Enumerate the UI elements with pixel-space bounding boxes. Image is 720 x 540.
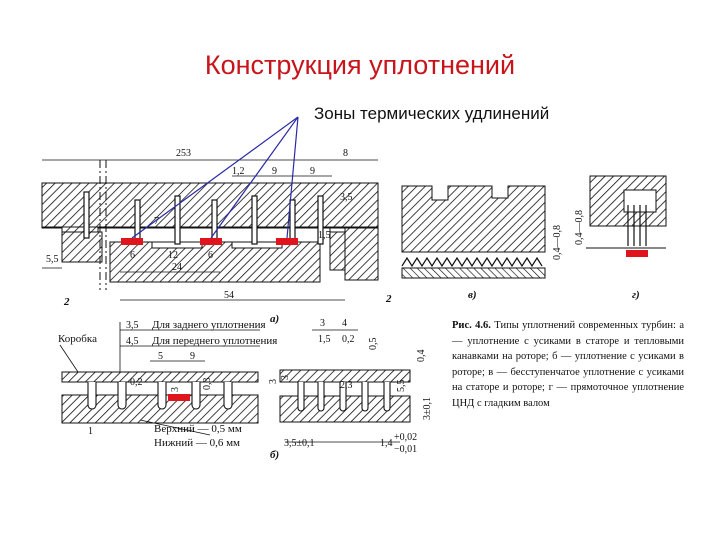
dim-1-5: 1,5 bbox=[318, 230, 331, 241]
ref-2-left: 2 bbox=[63, 296, 70, 308]
dim-24: 24 bbox=[172, 262, 182, 273]
upper-fin-label: Верхний — 0,5 мм bbox=[154, 423, 242, 435]
dim-3-5: 3,5 bbox=[340, 192, 353, 203]
caption-text: Типы уплотнений современных турбин: а — … bbox=[452, 320, 684, 409]
figure-a: 253 8 1,2 9 9 3,5 1,5 5,5 6 12 6 24 54 7… bbox=[41, 116, 392, 325]
fig-a-label: а) bbox=[270, 313, 279, 325]
dim-9b: 9 bbox=[310, 166, 315, 177]
page-title: Конструкция уплотнений bbox=[204, 50, 516, 80]
korobka-label: Коробка bbox=[58, 333, 97, 345]
thermal-zones-label: Зоны термических удлинений bbox=[314, 104, 550, 123]
figure-c: 3 4 1,5 0,2 0,5 0,4 3 3 2,3 5,5 3,5±0,1 … bbox=[268, 318, 433, 455]
figure-caption: Рис. 4.6. Типы уплотнений современных ту… bbox=[452, 318, 684, 411]
dim-6b: 6 bbox=[208, 250, 213, 261]
fig-b-dim-0-3: 0,3 bbox=[202, 378, 213, 391]
fig-c-dim-3pm: 3±0,1 bbox=[422, 397, 433, 420]
fig-c-tol-plus: +0,02 bbox=[394, 432, 417, 443]
fig-g-label: г) bbox=[632, 289, 640, 301]
fig-b-dim-9: 9 bbox=[190, 351, 195, 362]
fig-c-dim-0-2: 0,2 bbox=[342, 334, 355, 345]
fig-c-dim-0-4: 0,4 bbox=[416, 350, 427, 363]
dim-7: 7 bbox=[154, 216, 159, 227]
ref-2-right: 2 bbox=[385, 293, 392, 305]
fig-v-label: в) bbox=[468, 289, 477, 301]
figure-v: 0,4—0,8 в) bbox=[401, 185, 563, 301]
fig-b-dim-1: 1 bbox=[88, 426, 93, 437]
dim-1-2: 1,2 bbox=[232, 166, 245, 177]
fig-b-dim-3: 3 bbox=[170, 387, 181, 392]
rear-seal-label: Для заднего уплотнения bbox=[152, 319, 266, 331]
fig-v-dim: 0,4—0,8 bbox=[552, 225, 563, 260]
dim-5-5: 5,5 bbox=[46, 254, 59, 265]
fig-c-dim-1-4: 1,4 bbox=[380, 438, 393, 449]
fig-c-dim-4: 4 bbox=[342, 318, 347, 329]
fig-b-dim-3-5: 3,5 bbox=[126, 320, 139, 331]
dim-9a: 9 bbox=[272, 166, 277, 177]
dim-253: 253 bbox=[176, 148, 191, 159]
fig-b-label: б) bbox=[270, 449, 279, 461]
fig-c-dim-1-5: 1,5 bbox=[318, 334, 331, 345]
fig-c-dim-3-5: 3,5±0,1 bbox=[284, 438, 315, 449]
dim-12: 12 bbox=[168, 250, 178, 261]
fig-c-dim-3b: 3 bbox=[280, 375, 291, 380]
fig-c-dim-3: 3 bbox=[320, 318, 325, 329]
fig-c-dim-2-3: 2,3 bbox=[340, 380, 353, 391]
figure-g: 0,4—0,8 г) bbox=[574, 175, 667, 301]
dim-6a: 6 bbox=[130, 250, 135, 261]
fig-g-dim: 0,4—0,8 bbox=[574, 210, 585, 245]
fig-c-dim-5-5: 5,5 bbox=[396, 380, 407, 393]
dim-8: 8 bbox=[343, 148, 348, 159]
front-seal-label: Для переднего уплотнения bbox=[152, 335, 277, 347]
caption-head: Рис. 4.6. bbox=[452, 320, 491, 331]
lower-fin-label: Нижний — 0,6 мм bbox=[154, 437, 240, 449]
fig-b-dim-5: 5 bbox=[158, 351, 163, 362]
figure-b: Коробка 3,5 Для заднего уплотнения 4,5 Д… bbox=[58, 319, 279, 461]
fig-b-dim-0-2: 0,2 bbox=[130, 377, 143, 388]
fig-c-dim-3-left: 3 bbox=[268, 379, 279, 384]
fig-b-dim-4-5: 4,5 bbox=[126, 336, 139, 347]
dim-54: 54 bbox=[224, 290, 234, 301]
fig-c-tol-minus: −0,01 bbox=[394, 444, 417, 455]
fig-c-dim-0-5: 0,5 bbox=[368, 338, 379, 351]
